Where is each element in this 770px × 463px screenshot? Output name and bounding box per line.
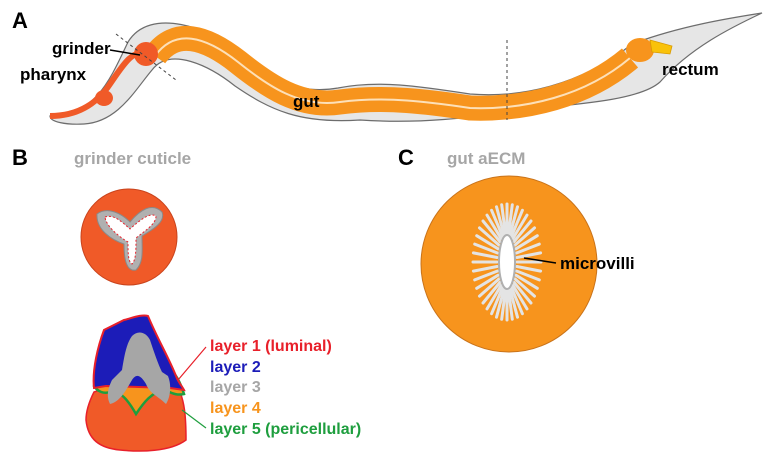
layer-1-label: layer 1 (luminal): [210, 338, 332, 355]
microvillus: [508, 205, 519, 236]
layer-legend: layer 1 (luminal) layer 2 layer 3 layer …: [210, 338, 361, 438]
gut-label: gut: [293, 92, 320, 111]
microvillus: [471, 251, 499, 259]
microvillus: [481, 281, 502, 305]
microvillus: [485, 213, 503, 240]
microvillus: [515, 251, 543, 259]
rectum: [649, 39, 673, 55]
grinder-lumen-inner: [104, 214, 157, 265]
gut-lumen: [498, 234, 516, 290]
microvillus: [475, 273, 500, 290]
microvillus: [515, 242, 541, 255]
microvillus: [478, 277, 501, 298]
microvillus: [515, 269, 541, 282]
panel-c-letter: C: [398, 145, 414, 170]
microvillus: [500, 289, 507, 321]
microvillus: [510, 286, 524, 316]
layer-5-pointer: [181, 409, 207, 429]
grinder-bulb: [134, 42, 158, 66]
microvillus: [507, 203, 514, 235]
microvillus: [495, 205, 506, 236]
gut-aecm-title: gut aECM: [447, 149, 525, 168]
layer-4-label: layer 4: [210, 400, 261, 417]
layer-5-label: layer 5 (pericellular): [210, 421, 361, 438]
panel-a-letter: A: [12, 8, 28, 33]
microvillus: [473, 269, 499, 282]
grinder-section-line: [115, 33, 177, 81]
microvillus: [490, 286, 504, 316]
microvillus: [500, 203, 507, 235]
cuticle-layer-3: [107, 332, 171, 404]
layer-2-label: layer 2: [210, 359, 261, 376]
microvilli-pointer: [523, 257, 557, 264]
microvillus: [475, 234, 500, 251]
microvillus: [471, 265, 499, 273]
microvillus: [495, 288, 506, 319]
pharynx-anterior-bulb: [95, 90, 113, 106]
microvilli-label: microvilli: [560, 254, 635, 273]
grinder-label: grinder: [52, 39, 111, 58]
microvillus: [513, 226, 536, 247]
panel-b-letter: B: [12, 145, 28, 170]
microvillus: [490, 208, 504, 238]
microvillus: [507, 289, 514, 321]
gut-lumen-line: [154, 37, 631, 110]
microvillus: [515, 265, 543, 273]
microvillus: [511, 213, 529, 240]
layer-1-pointer: [177, 346, 207, 381]
pharynx-tube: [49, 50, 141, 119]
microvilli-group: [471, 202, 543, 322]
microvillus: [508, 288, 519, 319]
microvillus: [513, 277, 536, 298]
microvillus: [514, 234, 539, 251]
microvillus: [473, 242, 499, 255]
microvillus: [514, 273, 539, 290]
microvillus: [511, 284, 529, 311]
grinder-cuticle-title: grinder cuticle: [74, 149, 191, 168]
microvillus: [510, 208, 524, 238]
grinder-pointer: [109, 49, 141, 56]
gut-end-cap: [626, 38, 654, 62]
microvillus: [485, 284, 503, 311]
microvillus: [478, 226, 501, 247]
pharynx-label: pharynx: [20, 65, 87, 84]
rectum-label: rectum: [662, 60, 719, 79]
microvillus: [481, 219, 502, 243]
microvillus: [512, 219, 533, 243]
layer-3-label: layer 3: [210, 379, 261, 396]
microvillus: [512, 281, 533, 305]
